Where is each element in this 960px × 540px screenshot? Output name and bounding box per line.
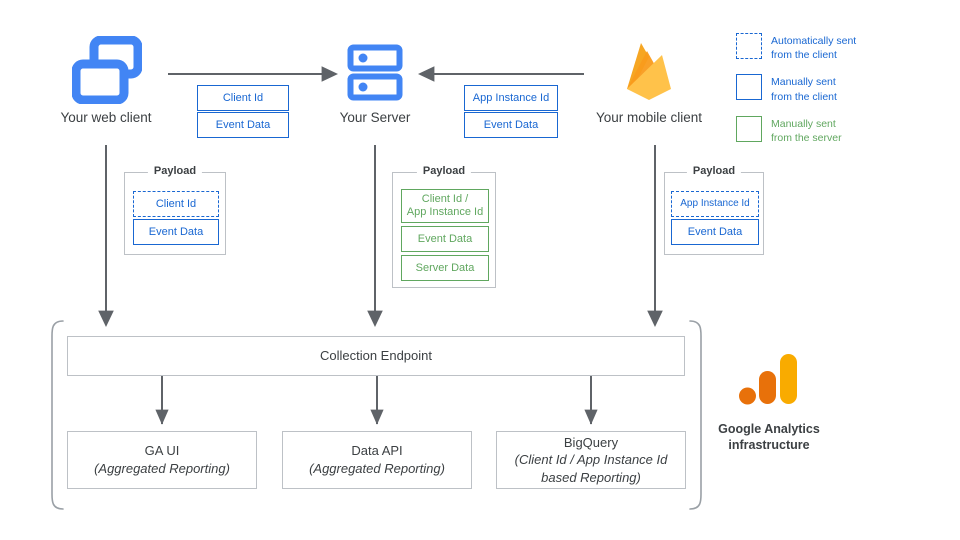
server-rack-icon xyxy=(347,44,403,102)
collection-endpoint-box: Collection Endpoint xyxy=(67,336,685,376)
legend-label-manual-client: Manually sent from the client xyxy=(771,76,837,103)
output-data-api-subtitle: (Aggregated Reporting) xyxy=(309,461,445,476)
output-box-ga-ui: GA UI (Aggregated Reporting) xyxy=(67,431,257,489)
mobile-client-label: Your mobile client xyxy=(595,110,703,125)
transfer-chip-event-data: Event Data xyxy=(197,112,289,138)
output-ga-ui-subtitle: (Aggregated Reporting) xyxy=(94,461,230,476)
payload-server-item-client-or-app-instance-id: Client Id / App Instance Id xyxy=(401,189,489,223)
legend-label-manual-server: Manually sent from the server xyxy=(771,117,842,144)
browser-windows-icon xyxy=(72,36,142,104)
payload-web-item-client-id: Client Id xyxy=(133,191,219,217)
payload-web-title: Payload xyxy=(147,165,203,177)
output-data-api-title: Data API xyxy=(351,443,403,459)
payload-server-item-server-data: Server Data xyxy=(401,255,489,281)
legend-swatch-solid-blue xyxy=(736,74,762,101)
output-box-bigquery: BigQuery (Client Id / App Instance Id ba… xyxy=(496,431,686,489)
firebase-flame-icon xyxy=(618,37,680,103)
payload-group-mobile: Payload App Instance Id Event Data xyxy=(664,165,764,255)
server-label: Your Server xyxy=(339,110,411,125)
legend-swatch-solid-green xyxy=(736,115,762,142)
payload-mobile-title: Payload xyxy=(686,165,742,177)
output-ga-ui-title: GA UI xyxy=(144,443,180,459)
legend-item-automatic-client: Automatically sent from the client xyxy=(736,33,946,62)
bracket-right xyxy=(689,320,702,510)
google-analytics-logo xyxy=(738,352,800,410)
payload-web-item-event-data: Event Data xyxy=(133,219,219,245)
payload-mobile-item-event-data: Event Data xyxy=(671,219,759,245)
transfer-chip-app-instance-id: App Instance Id xyxy=(464,85,558,111)
legend-label-automatic-client: Automatically sent from the client xyxy=(771,35,857,62)
payload-group-web: Payload Client Id Event Data xyxy=(124,165,226,255)
bracket-left xyxy=(51,320,64,510)
legend-item-manual-client: Manually sent from the client xyxy=(736,74,946,103)
payload-server-item-event-data: Event Data xyxy=(401,226,489,252)
payload-group-server: Payload Client Id / App Instance Id Even… xyxy=(392,165,496,288)
payload-server-title: Payload xyxy=(416,165,472,177)
legend-swatch-dashed-blue xyxy=(736,33,762,59)
web-client-label: Your web client xyxy=(60,110,152,125)
legend-item-manual-server: Manually sent from the server xyxy=(736,115,946,145)
output-box-data-api: Data API (Aggregated Reporting) xyxy=(282,431,472,489)
ga-infrastructure-caption: Google Analytics infrastructure xyxy=(718,422,820,453)
transfer-chip-client-id: Client Id xyxy=(197,85,289,111)
output-bigquery-title: BigQuery xyxy=(563,434,619,450)
legend: Automatically sent from the client Manua… xyxy=(736,33,946,145)
payload-mobile-item-app-instance-id: App Instance Id xyxy=(671,191,759,217)
output-bigquery-subtitle: (Client Id / App Instance Id based Repor… xyxy=(514,452,668,485)
transfer-chip-event-data-mobile: Event Data xyxy=(464,112,558,138)
